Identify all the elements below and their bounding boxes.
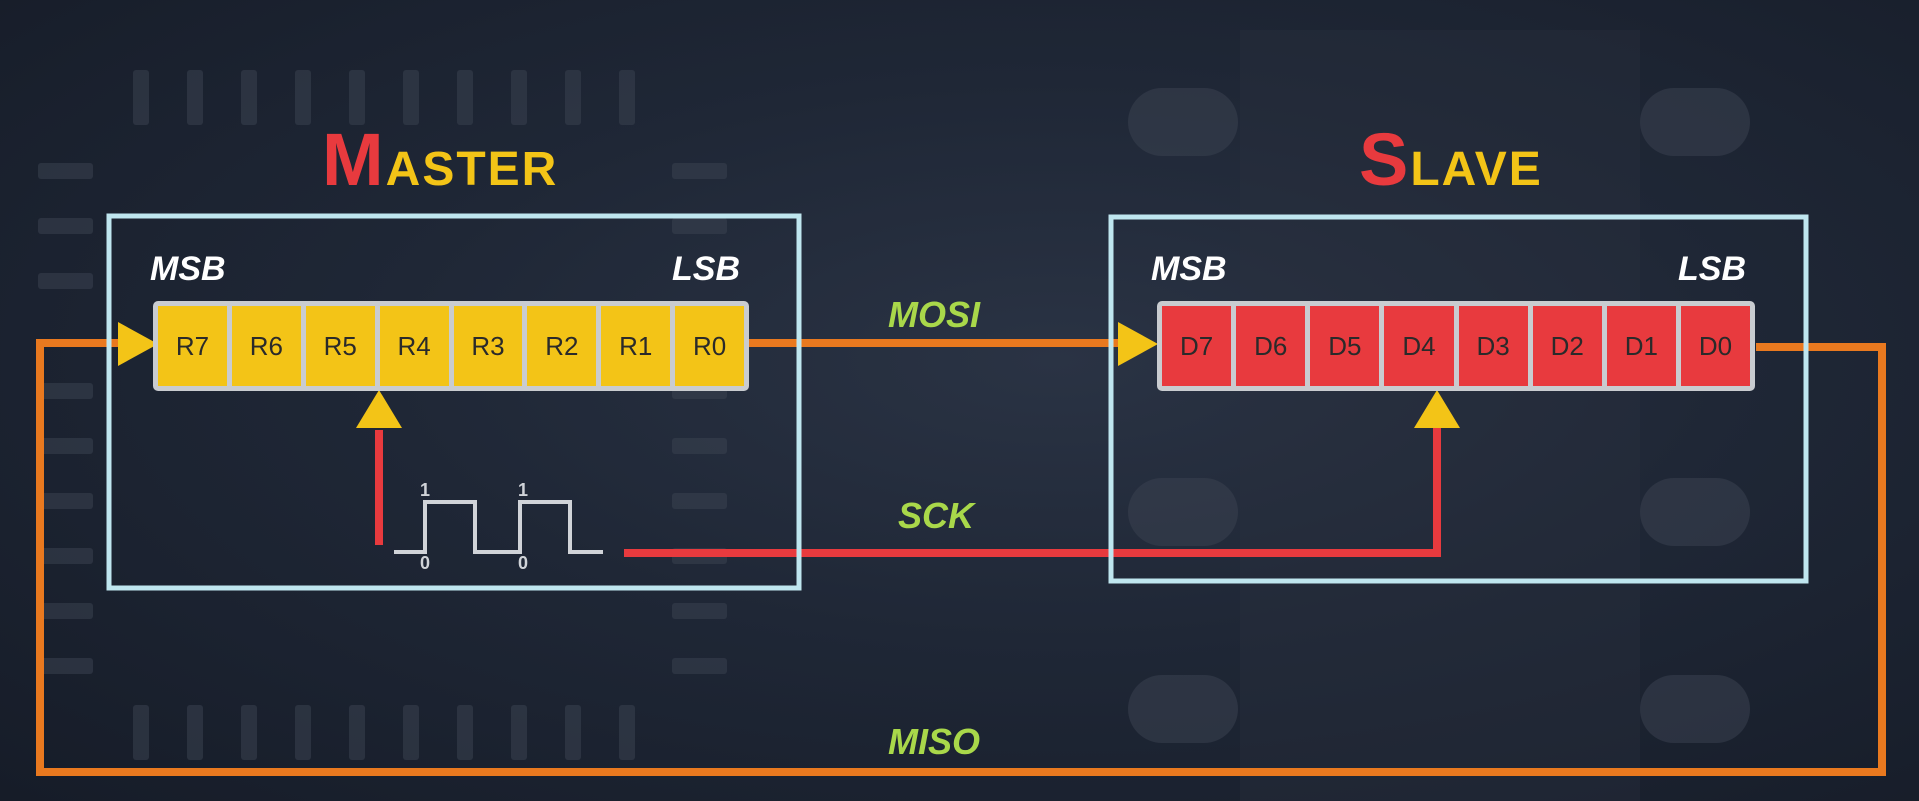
slave-register-cell: D5 bbox=[1310, 306, 1380, 386]
slave-register-cell: D1 bbox=[1606, 306, 1676, 386]
slave-clock-arrow bbox=[1414, 390, 1460, 428]
master-register-cell: R6 bbox=[231, 306, 301, 386]
sck-label: SCK bbox=[898, 495, 975, 536]
master-register-cell: R1 bbox=[601, 306, 671, 386]
master-msb-label: MSB bbox=[150, 250, 226, 288]
clock-high-tick-2: 1 bbox=[518, 480, 529, 500]
master-register-cell: R2 bbox=[527, 306, 597, 386]
clock-waveform bbox=[394, 500, 603, 554]
slave-register-cell: D4 bbox=[1384, 306, 1454, 386]
clock-high-tick-1: 1 bbox=[420, 480, 431, 500]
master-clock-arrow bbox=[356, 390, 402, 428]
master-register-cell: R4 bbox=[379, 306, 449, 386]
master-input-arrow bbox=[118, 322, 158, 366]
slave-register-cell: D0 bbox=[1680, 306, 1750, 386]
master-register-cell: R0 bbox=[675, 306, 744, 386]
master-register-cell: R7 bbox=[158, 306, 227, 386]
miso-line bbox=[36, 339, 1886, 776]
clock-low-tick-1: 0 bbox=[420, 553, 431, 573]
clock-low-tick-2: 0 bbox=[518, 553, 529, 573]
master-register-cell: R5 bbox=[305, 306, 375, 386]
master-box bbox=[106, 213, 802, 591]
slave-register-cell: D7 bbox=[1162, 306, 1232, 386]
master-title-rest: ASTER bbox=[385, 143, 559, 196]
slave-msb-label: MSB bbox=[1151, 250, 1227, 288]
slave-title-first: S bbox=[1359, 118, 1411, 201]
master-title: MASTER bbox=[322, 120, 558, 200]
slave-lsb-label: LSB bbox=[1678, 250, 1746, 288]
mosi-label: MOSI bbox=[888, 294, 981, 335]
master-register-cell: R3 bbox=[453, 306, 523, 386]
master-lsb-label: LSB bbox=[672, 250, 740, 288]
slave-register-cell: D3 bbox=[1458, 306, 1528, 386]
slave-title-rest: LAVE bbox=[1410, 143, 1543, 196]
master-title-first: M bbox=[322, 118, 386, 201]
slave-title: SLAVE bbox=[1359, 120, 1543, 200]
sck-line-slave bbox=[624, 428, 1441, 557]
slave-register-cell: D2 bbox=[1532, 306, 1602, 386]
miso-label: MISO bbox=[888, 721, 981, 762]
slave-box bbox=[1108, 214, 1809, 584]
slave-input-arrow bbox=[1118, 322, 1158, 366]
slave-register-cell: D6 bbox=[1236, 306, 1306, 386]
